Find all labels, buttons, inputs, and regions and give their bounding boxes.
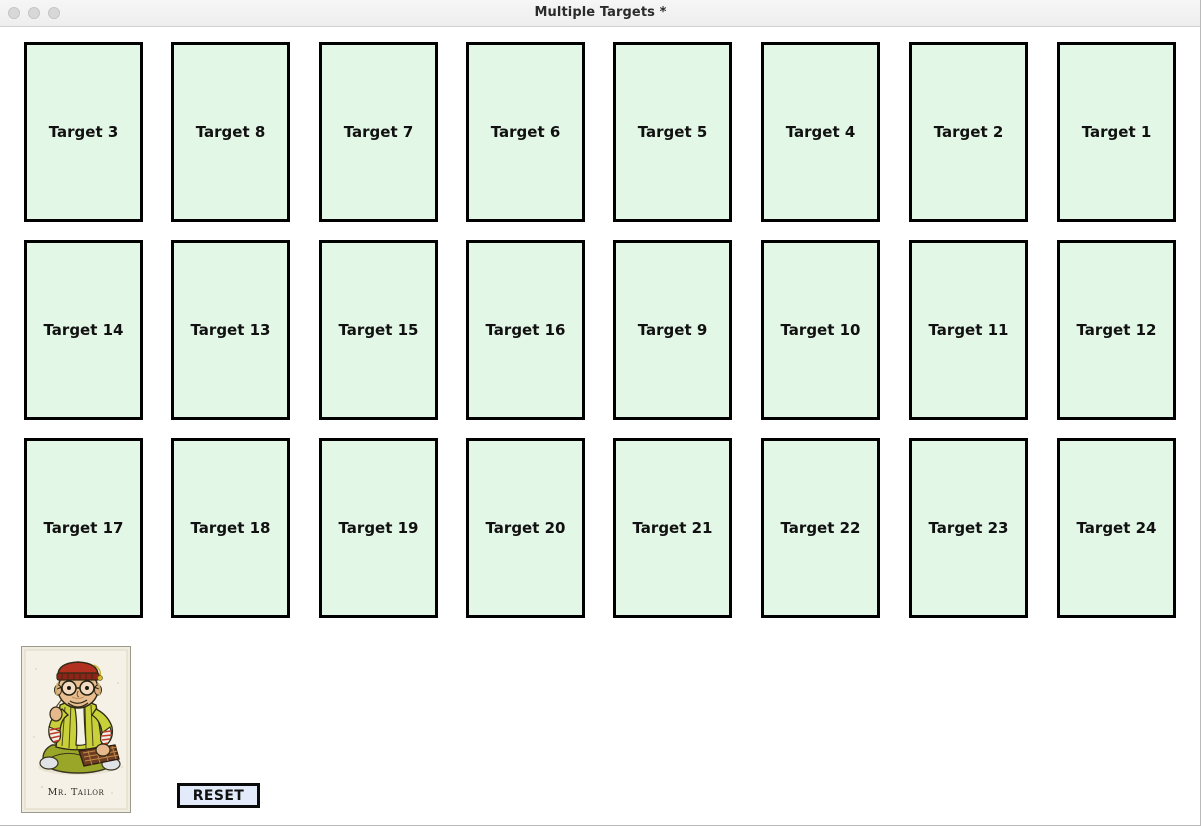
target-button[interactable]: Target 20 <box>466 438 585 618</box>
target-button[interactable]: Target 15 <box>319 240 438 420</box>
target-button[interactable]: Target 6 <box>466 42 585 222</box>
target-button[interactable]: Target 16 <box>466 240 585 420</box>
target-button[interactable]: Target 12 <box>1057 240 1176 420</box>
target-button[interactable]: Target 5 <box>613 42 732 222</box>
target-button[interactable]: Target 17 <box>24 438 143 618</box>
close-button[interactable] <box>8 7 20 19</box>
target-button[interactable]: Target 3 <box>24 42 143 222</box>
minimize-button[interactable] <box>28 7 40 19</box>
target-button[interactable]: Target 2 <box>909 42 1028 222</box>
tailor-illustration-icon <box>22 647 130 812</box>
reset-button[interactable]: RESET <box>177 783 260 808</box>
target-button[interactable]: Target 7 <box>319 42 438 222</box>
zoom-button[interactable] <box>48 7 60 19</box>
mr-tailor-card: Mr. Tailor <box>21 646 131 813</box>
target-button[interactable]: Target 11 <box>909 240 1028 420</box>
target-button[interactable]: Target 4 <box>761 42 880 222</box>
target-button[interactable]: Target 13 <box>171 240 290 420</box>
window-title: Multiple Targets * <box>534 5 667 20</box>
target-button[interactable]: Target 24 <box>1057 438 1176 618</box>
target-button[interactable]: Target 8 <box>171 42 290 222</box>
target-button[interactable]: Target 18 <box>171 438 290 618</box>
target-button[interactable]: Target 14 <box>24 240 143 420</box>
target-button[interactable]: Target 22 <box>761 438 880 618</box>
target-button[interactable]: Target 10 <box>761 240 880 420</box>
target-button[interactable]: Target 21 <box>613 438 732 618</box>
target-button[interactable]: Target 19 <box>319 438 438 618</box>
card-caption: Mr. Tailor <box>47 787 105 798</box>
target-button[interactable]: Target 9 <box>613 240 732 420</box>
window-controls <box>8 7 60 19</box>
target-button[interactable]: Target 23 <box>909 438 1028 618</box>
target-button[interactable]: Target 1 <box>1057 42 1176 222</box>
title-bar: Multiple Targets * <box>0 0 1200 27</box>
